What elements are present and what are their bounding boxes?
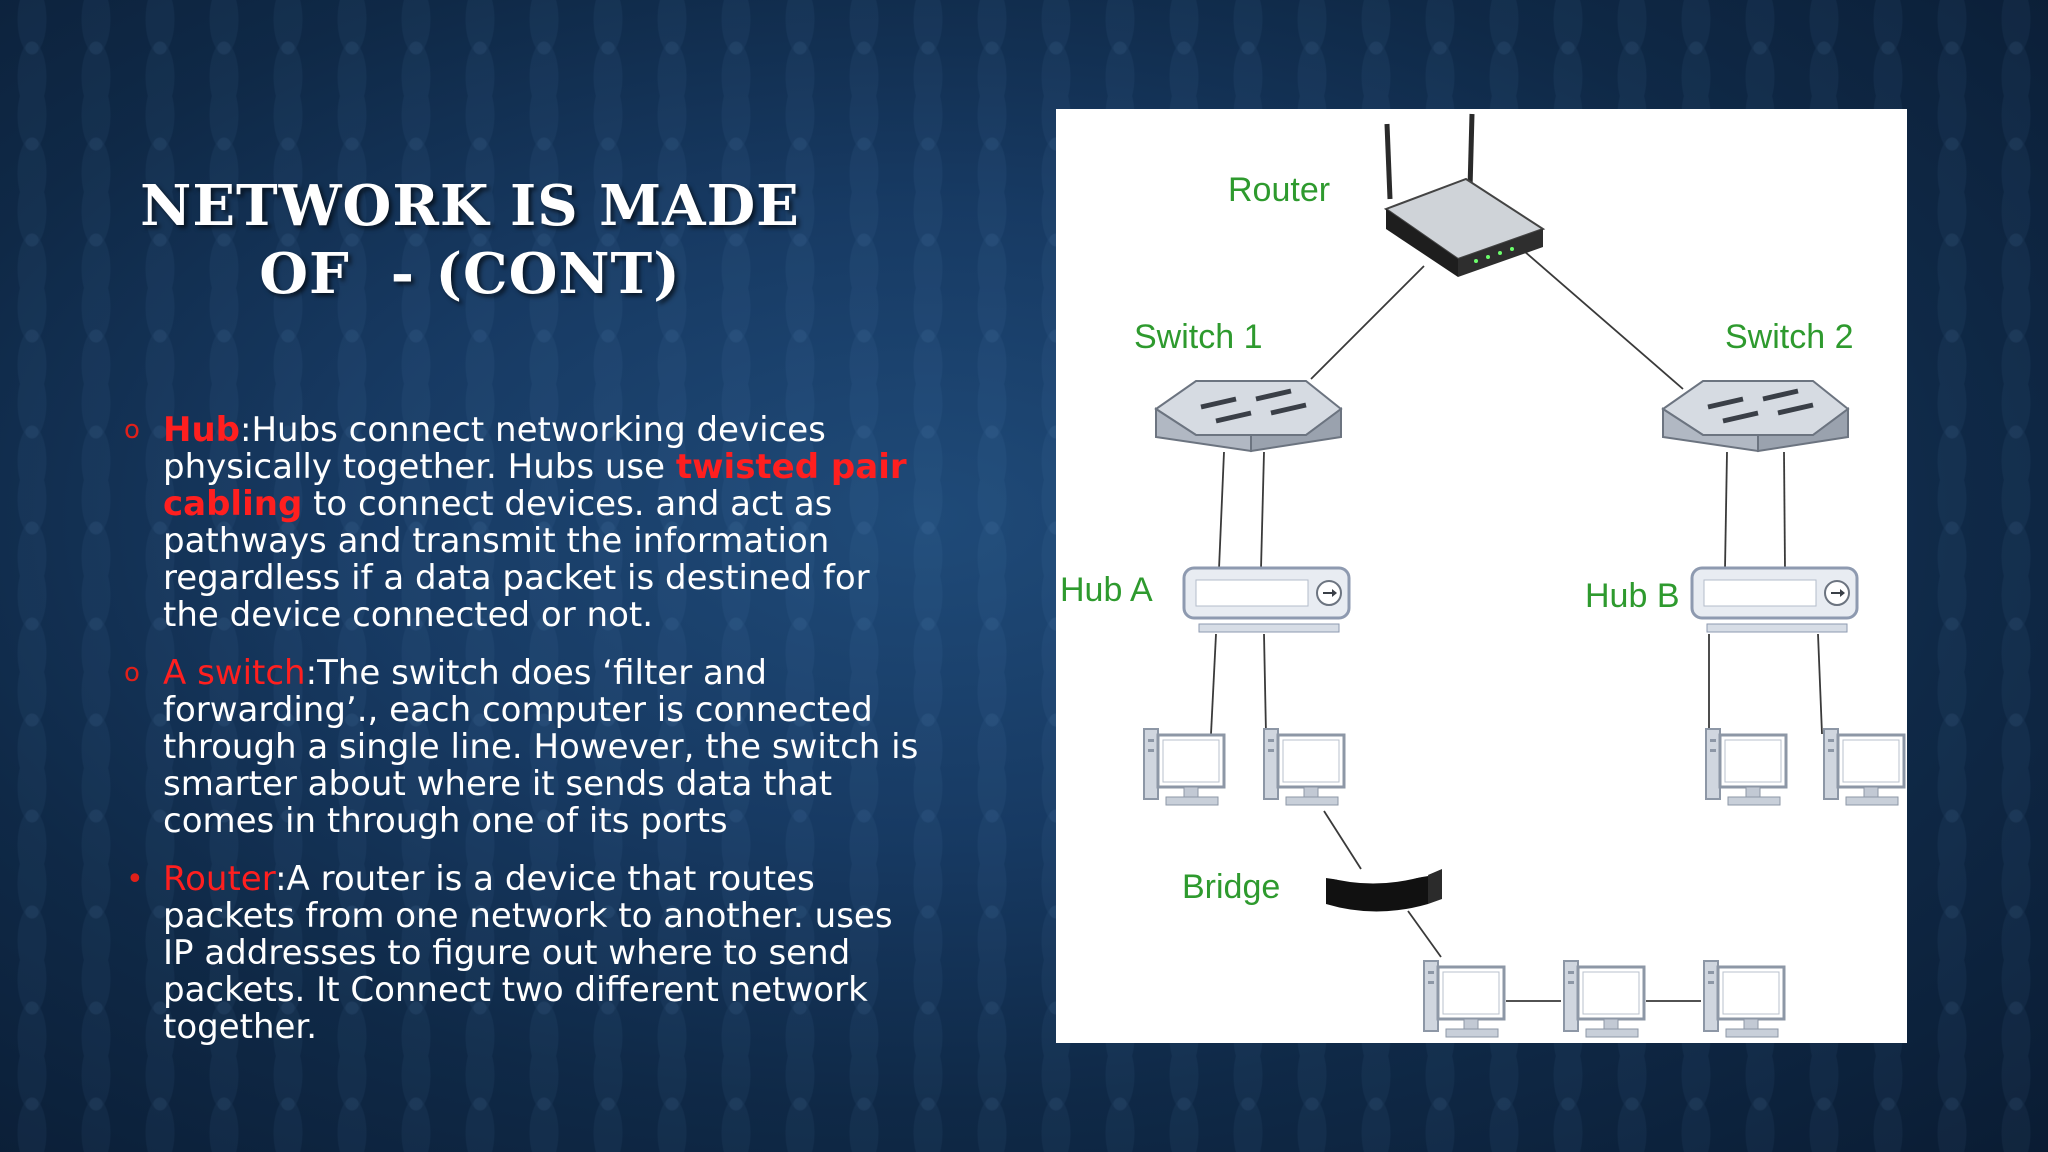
router-icon xyxy=(1383,113,1546,277)
hub-b-label: Hub B xyxy=(1585,577,1680,615)
bullet-text: to connect devices. and act as pathways … xyxy=(163,484,870,635)
slide-title: NETWORK IS MADE OF - (CONT) xyxy=(120,172,820,308)
bullet-hub: o Hub:Hubs connect networking devices ph… xyxy=(120,412,920,634)
switch-2-icon xyxy=(1663,381,1848,451)
bullet-term: Router xyxy=(163,859,276,899)
switch-2-label: Switch 2 xyxy=(1725,318,1854,356)
bullet-marker-icon: o xyxy=(124,415,140,445)
bullet-marker-icon: • xyxy=(126,862,144,897)
bullet-term: Hub xyxy=(163,410,240,450)
hub-a-label: Hub A xyxy=(1060,571,1153,609)
bridge-label: Bridge xyxy=(1182,868,1281,906)
bullet-term: A switch xyxy=(163,653,306,693)
network-diagram: Router Switch 1 Switch 2 Hub A Hub B Bri… xyxy=(1056,109,1907,1043)
computer-icon xyxy=(1562,959,1646,1039)
bullet-highlight: twisted pair cabling xyxy=(163,447,907,524)
computer-icon xyxy=(1822,727,1906,807)
computer-icon xyxy=(1262,727,1346,807)
bullet-marker-icon: o xyxy=(124,658,140,688)
bridge-icon xyxy=(1325,869,1442,912)
switch-1-label: Switch 1 xyxy=(1134,318,1263,356)
link-lines xyxy=(1210,250,1823,1002)
bullet-switch: o A switch:The switch does ‘filter and f… xyxy=(120,655,920,840)
computer-icon xyxy=(1422,959,1506,1039)
hub-b-icon xyxy=(1690,566,1859,634)
bullet-list: o Hub:Hubs connect networking devices ph… xyxy=(120,412,920,1067)
router-label: Router xyxy=(1228,171,1331,209)
computer-icon xyxy=(1702,959,1786,1039)
switch-1-icon xyxy=(1156,381,1341,451)
bullet-text: :The switch does ‘filter and forwarding’… xyxy=(163,653,919,841)
bullet-text: :Hubs connect networking devices physica… xyxy=(163,410,826,487)
title-line-2: OF - (CONT) xyxy=(259,241,681,307)
network-diagram-graphics xyxy=(1142,113,1906,1039)
computer-icon xyxy=(1704,727,1788,807)
title-line-1: NETWORK IS MADE xyxy=(140,173,800,239)
bullet-text: :A router is a device that routes packet… xyxy=(163,859,893,1047)
computer-icon xyxy=(1142,727,1226,807)
hub-a-icon xyxy=(1182,566,1351,634)
bullet-router: • Router:A router is a device that route… xyxy=(120,861,920,1046)
